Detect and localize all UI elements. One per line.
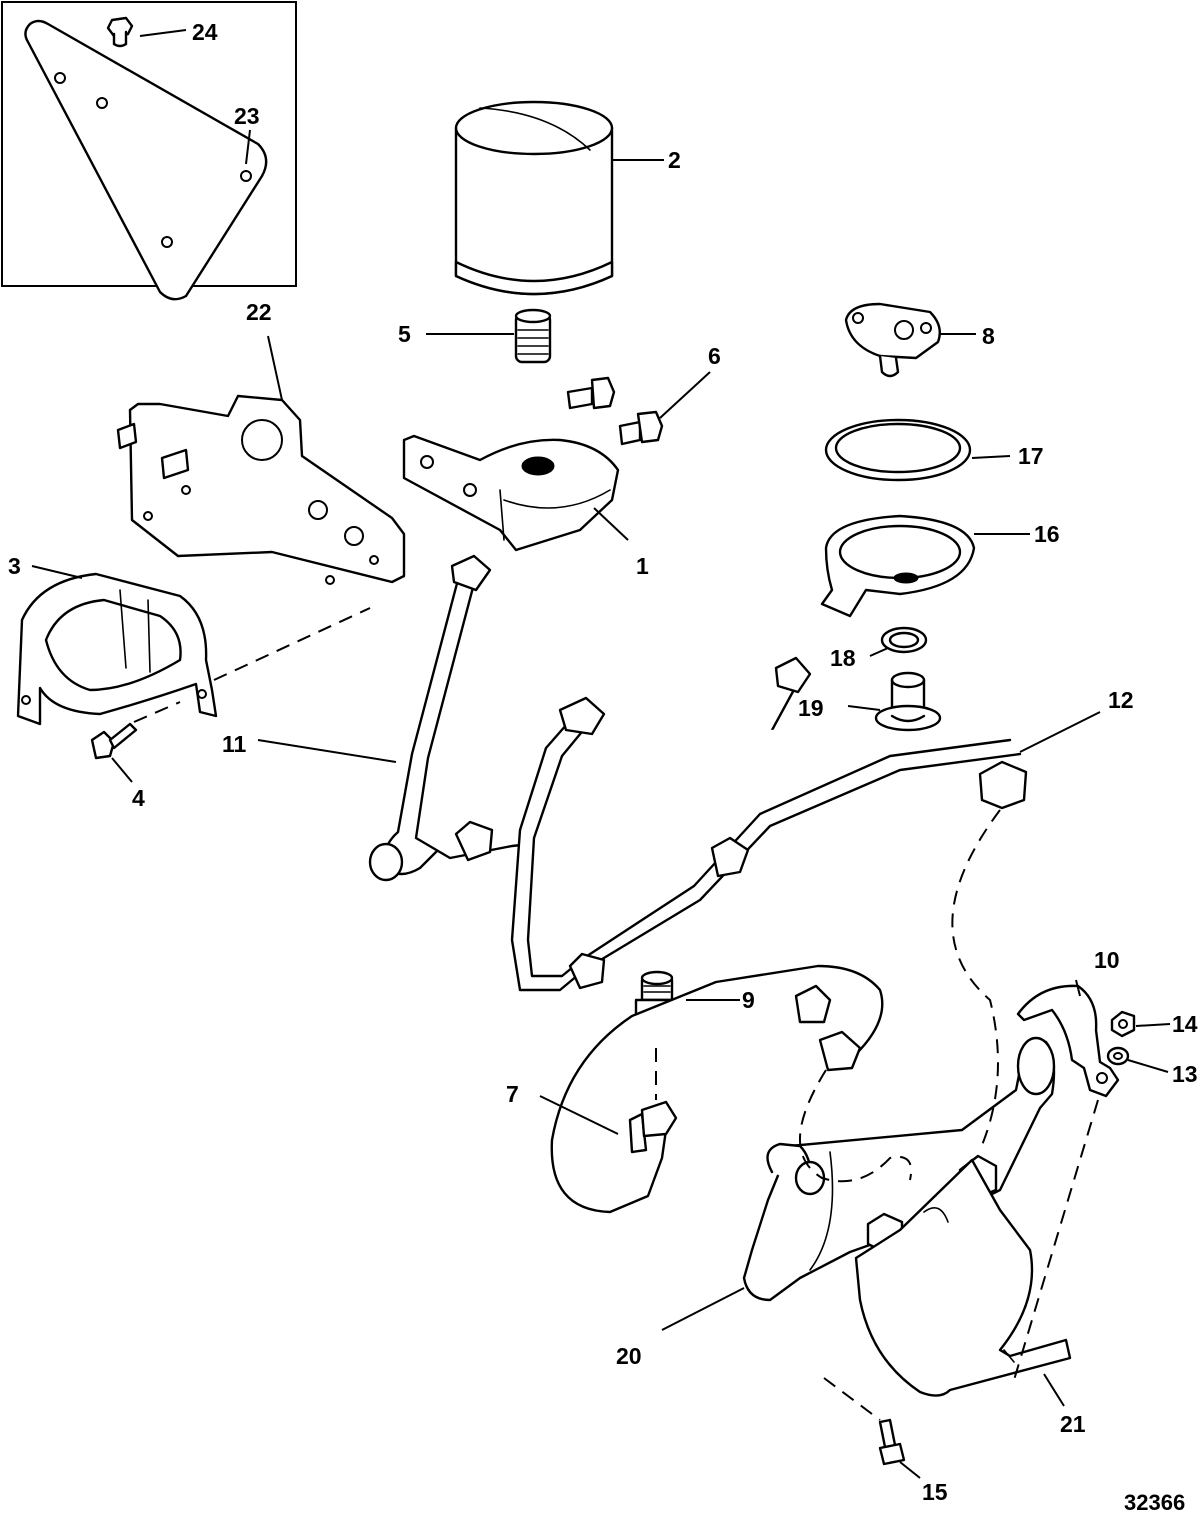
nut-14 [1110,1010,1136,1038]
strap-clamp-3 [16,572,218,726]
callout-5: 5 [398,321,411,347]
leader-lines [31,29,1171,1479]
callout-19: 19 [798,695,824,721]
seal-18 [880,626,928,654]
callout-10: 10 [1094,947,1120,973]
callout-13: 13 [1172,1061,1198,1087]
callout-2: 2 [668,147,681,173]
bolts-6 [566,376,664,446]
hose-12 [510,696,1028,992]
callout-8: 8 [982,323,995,349]
washer-13 [1106,1046,1130,1066]
callout-7: 7 [506,1081,519,1107]
filter-base-16 [820,514,976,618]
callout-17: 17 [1018,443,1044,469]
callout-11: 11 [222,731,247,757]
callout-6: 6 [708,343,721,369]
clamp-10 [1016,984,1120,1098]
callout-1: 1 [636,553,649,579]
hose-7 [550,964,884,1214]
assembly-line-21-15 [823,1377,881,1421]
adapter-8 [844,302,941,378]
fitting-19 [874,671,942,732]
bolt-24 [106,16,134,48]
assembly-line-4-3 [133,701,181,723]
callout-24: 24 [192,19,218,45]
assembly-line-3-22 [213,607,371,681]
screw-15 [878,1418,906,1466]
inset-frame [1,1,297,287]
cradle-21 [854,1158,1072,1397]
nipple-5 [514,308,552,364]
callout-3: 3 [8,553,21,579]
callout-22: 22 [246,299,272,325]
callout-20: 20 [616,1343,642,1369]
callout-9: 9 [742,987,755,1013]
filter-bracket-1 [402,434,620,552]
callout-14: 14 [1172,1011,1198,1037]
figure-number: 32366 [1124,1490,1185,1515]
assembly-line-10-21 [1013,1099,1099,1381]
callout-16: 16 [1034,521,1060,547]
callout-4: 4 [132,785,145,811]
callout-12: 12 [1108,687,1134,713]
screw-4 [90,722,138,760]
assembly-line-12-20 [951,809,1001,1151]
assembly-line-7-20 [799,1069,912,1183]
callout-18: 18 [830,645,856,671]
callout-23: 23 [234,103,260,129]
callout-15: 15 [922,1479,948,1505]
bracket-plate-23 [24,19,268,301]
mounting-plate-22 [116,394,406,585]
callout-21: 21 [1060,1411,1086,1437]
o-ring-17 [824,418,972,482]
oil-filter-2 [454,100,614,296]
